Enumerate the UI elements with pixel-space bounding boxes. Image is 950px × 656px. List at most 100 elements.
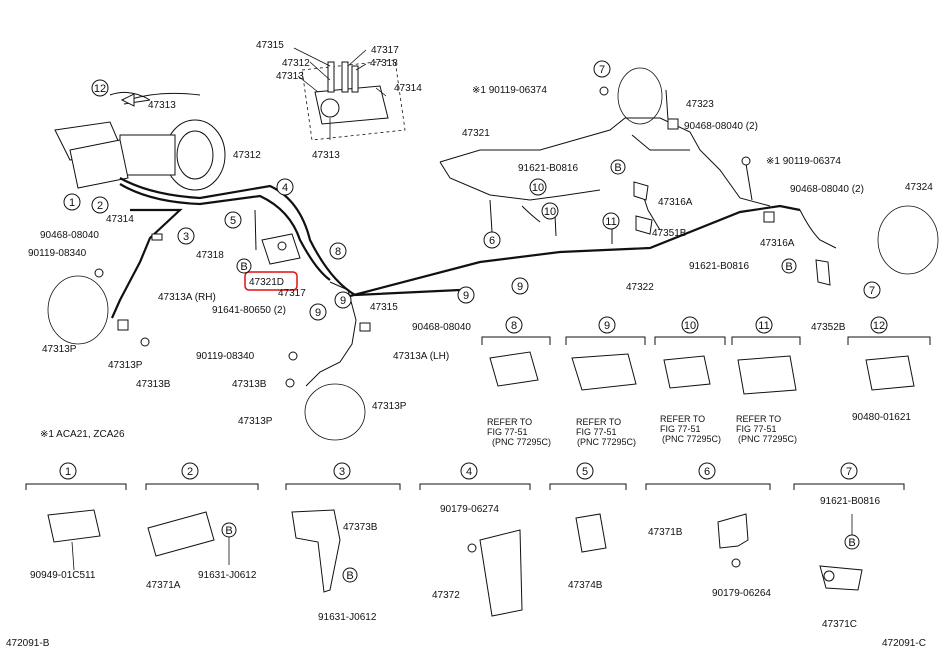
bracket-47316A	[633, 181, 649, 201]
svg-text:7: 7	[846, 466, 852, 478]
label-47316A-b: 47316A	[760, 238, 795, 249]
svg-text:4: 4	[466, 466, 472, 478]
detail-3: 3 B 47373B 91631-J0612	[285, 462, 401, 623]
label-91631-J0612-b: 91631-J0612	[318, 612, 377, 623]
label-47321D: 47321D	[249, 277, 284, 288]
svg-text:B: B	[240, 261, 247, 273]
svg-text:FIG 77-51: FIG 77-51	[576, 427, 617, 437]
arrow-head-icon	[120, 93, 135, 107]
clip-part	[151, 233, 163, 241]
rear-wheel-circle-right	[877, 205, 939, 275]
hose-fitting	[117, 319, 129, 331]
clip-mid	[359, 322, 371, 332]
detail-clamp-9: 9 REFER TO FIG 77-51 (PNC 77295C)	[565, 316, 646, 447]
bolt-part-2	[140, 337, 150, 347]
svg-text:9: 9	[340, 295, 346, 307]
svg-text:5: 5	[230, 215, 236, 227]
label-91631-J0612-a: 91631-J0612	[198, 570, 257, 581]
label-47313-top: 47313	[312, 150, 340, 161]
label-47313P-mid: 47313P	[108, 360, 143, 371]
label-47313A-lh: 47313A (LH)	[393, 351, 449, 362]
svg-text:5: 5	[582, 466, 588, 478]
svg-text:FIG 77-51: FIG 77-51	[660, 424, 701, 434]
svg-text:8: 8	[335, 246, 341, 258]
callout-8-main: 8	[329, 242, 347, 260]
label-47351B: 47351B	[652, 228, 687, 239]
callout-7-rear-top: 7	[593, 60, 611, 78]
svg-text:6: 6	[704, 466, 710, 478]
svg-text:FIG 77-51: FIG 77-51	[736, 424, 777, 434]
svg-text:9: 9	[517, 281, 523, 293]
label-47312-booster: 47312	[233, 150, 261, 161]
detail-4: 4 90179-06274 47372	[419, 462, 531, 617]
callout-9-main-b: 9	[334, 291, 352, 309]
label-90949-01C51: 90949-01C511	[30, 570, 96, 581]
bracket-47351B	[635, 215, 653, 235]
callout-1-main: 1	[63, 193, 81, 211]
svg-text:10: 10	[532, 182, 544, 194]
svg-text:9: 9	[463, 290, 469, 302]
detail-clamp-11: 11 REFER TO FIG 77-51 (PNC 77295C)	[731, 316, 801, 444]
callout-6-rear: 6	[483, 231, 501, 249]
label-47317: 47317	[278, 288, 306, 299]
clip-rear-a	[667, 118, 679, 130]
callout-2-main: 2	[91, 196, 109, 214]
clip-rear-b	[763, 211, 775, 223]
svg-text:9: 9	[315, 307, 321, 319]
label-91621-B0816-b: 91621-B0816	[689, 261, 749, 272]
rear-wheel-circle-top	[617, 67, 663, 125]
label-90468-08040-2b: 90468-08040 (2)	[790, 184, 864, 195]
svg-text:9: 9	[604, 320, 610, 332]
svg-text:(PNC 77295C): (PNC 77295C)	[492, 437, 551, 447]
svg-text:(PNC 77295C): (PNC 77295C)	[738, 434, 797, 444]
label-47374B: 47374B	[568, 580, 603, 591]
wheel-circle-mid	[304, 383, 366, 441]
footer-right-code: 472091-C	[882, 638, 926, 649]
three-way-union	[261, 233, 301, 265]
callout-10-rear-b: 10	[541, 202, 559, 220]
svg-text:8: 8	[511, 320, 517, 332]
detail-clamp-8: 8 REFER TO FIG 77-51 (PNC 77295C)	[481, 316, 551, 447]
label-90468-08040-left: 90468-08040	[40, 230, 99, 241]
label-90119-06374-top: ※1 90119-06374	[472, 85, 547, 96]
label-47313P-right: 47313P	[372, 401, 407, 412]
label-90119-08340-mid: 90119-08340	[196, 351, 255, 362]
label-47314-top: 47314	[394, 83, 422, 94]
svg-text:4: 4	[282, 182, 288, 194]
svg-text:B: B	[848, 537, 855, 549]
label-47372: 47372	[432, 590, 460, 601]
svg-text:7: 7	[599, 64, 605, 76]
callout-9-rear-b: 9	[511, 277, 529, 295]
detail-2: 2 B 47371A 91631-J0612	[145, 462, 259, 591]
bolt-mid-2	[285, 378, 295, 388]
detail-7: 7 B 91621-B0816 47371C	[793, 462, 905, 630]
label-47313P-low: 47313P	[238, 416, 273, 427]
callout-9-rear-a: 9	[457, 286, 475, 304]
label-47315-top: 47315	[256, 40, 284, 51]
wheel-circle-left	[47, 275, 109, 345]
highlight-47321D	[244, 271, 298, 291]
label-91621-B0816-a: 91621-B0816	[518, 163, 578, 174]
svg-text:3: 3	[183, 231, 189, 243]
label-47371A: 47371A	[146, 580, 181, 591]
callout-5-main: 5	[224, 211, 242, 229]
master-cylinder-detail	[293, 47, 406, 141]
label-47313B-left: 47313B	[136, 379, 171, 390]
callout-4-main: 4	[276, 178, 294, 196]
bolt-rear-right	[741, 156, 751, 166]
footer-left-code: 472091-B	[6, 638, 50, 649]
label-47313P-left: 47313P	[42, 344, 77, 355]
label-47373B: 47373B	[343, 522, 378, 533]
svg-text:12: 12	[873, 320, 885, 332]
label-90480-01621: 90480-01621	[852, 412, 911, 423]
brake-pipes-front	[110, 177, 461, 387]
callout-b-main: B	[236, 258, 252, 274]
svg-text:(PNC 77295C): (PNC 77295C)	[662, 434, 721, 444]
label-47371B: 47371B	[648, 527, 683, 538]
label-47317-top: 47317	[371, 45, 399, 56]
svg-text:REFER TO: REFER TO	[576, 417, 621, 427]
note-aca21: ※1 ACA21, ZCA26	[40, 429, 125, 440]
detail-clamp-10: 10 REFER TO FIG 77-51 (PNC 77295C)	[654, 316, 726, 444]
svg-text:FIG 77-51: FIG 77-51	[487, 427, 528, 437]
